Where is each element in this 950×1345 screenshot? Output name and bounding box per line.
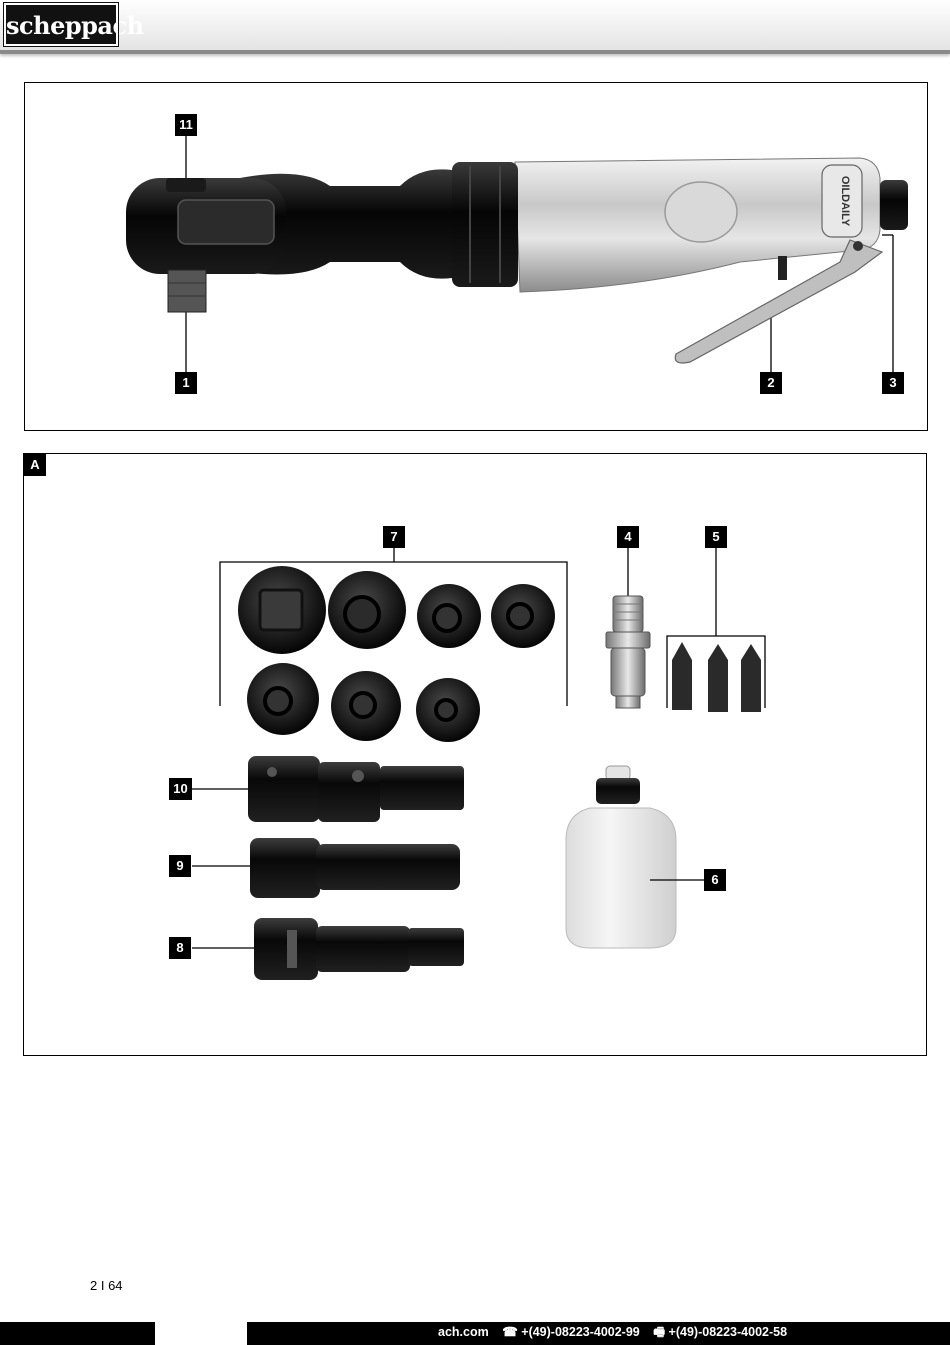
callout-5: 5 (705, 526, 727, 548)
callout-2: 2 (760, 372, 782, 394)
callout-8: 8 (169, 937, 191, 959)
footer-bar: ach.com ☎ +(49)-08223-4002-99 🖷 +(49)-08… (0, 1322, 950, 1345)
phone-icon: ☎ (502, 1325, 518, 1339)
page-number: 2 I 64 (90, 1278, 123, 1293)
website-link[interactable]: ach.com (438, 1325, 489, 1339)
callout-9: 9 (169, 855, 191, 877)
phone-number: +(49)-08223-4002-99 (521, 1325, 640, 1339)
tool-marking: OILDAILY (839, 176, 851, 227)
callout-6: 6 (704, 869, 726, 891)
footer-contact: ach.com ☎ +(49)-08223-4002-99 🖷 +(49)-08… (438, 1322, 787, 1345)
callout-10: 10 (169, 778, 192, 800)
fax-number: +(49)-08223-4002-58 (668, 1325, 788, 1339)
callout-3: 3 (882, 372, 904, 394)
ratchet-wrench-illustration: OILDAILY (126, 136, 908, 372)
header-bar: scheppach (0, 0, 950, 54)
footer-gap (155, 1322, 247, 1345)
callout-4: 4 (617, 526, 639, 548)
callout-11: 11 (175, 114, 197, 136)
callout-7: 7 (383, 526, 405, 548)
accessories-illustration (192, 548, 766, 980)
figure-label: A (24, 454, 46, 476)
callout-1: 1 (175, 372, 197, 394)
fax-icon: 🖷 (653, 1325, 666, 1339)
